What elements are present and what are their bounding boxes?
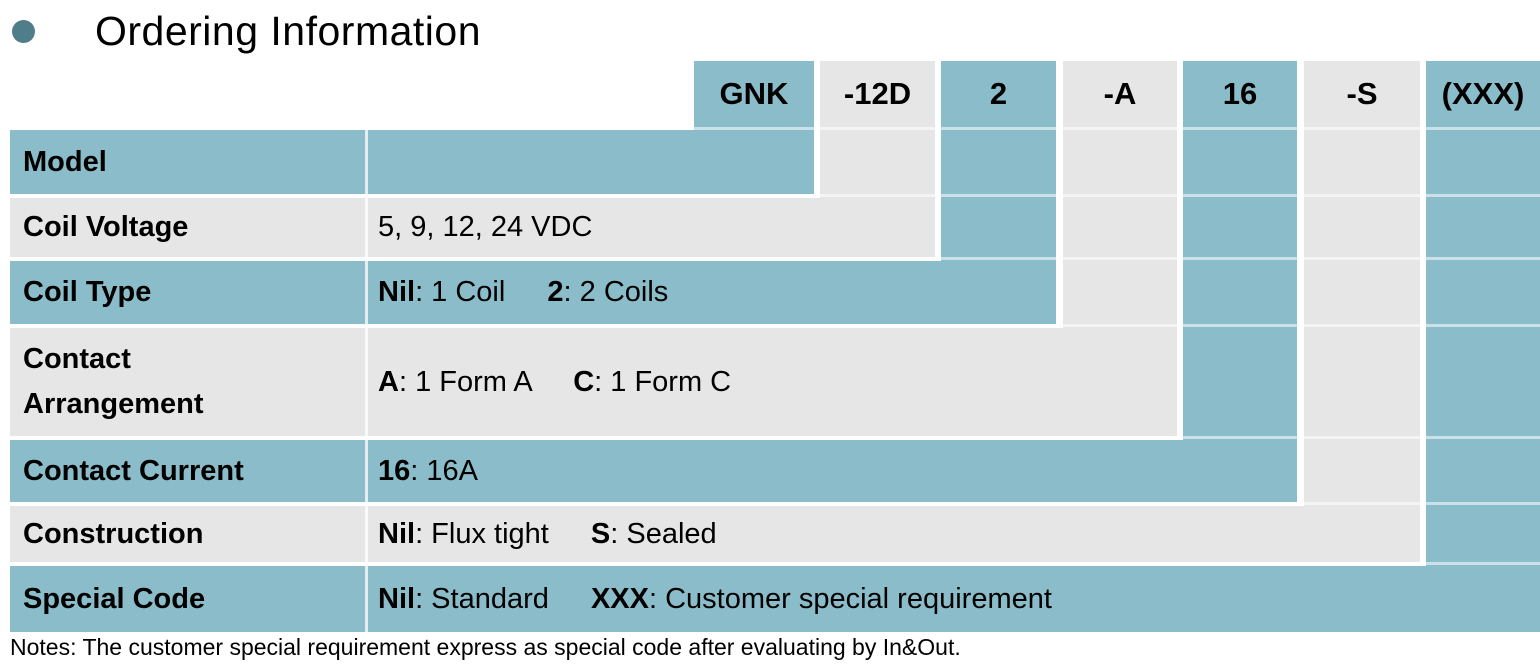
row-label: Coil Type [23, 276, 152, 309]
row-separator [694, 324, 1540, 327]
row-separator [694, 127, 1540, 130]
table-row-construction: Construction Nil: Flux tight S: Sealed [10, 506, 1420, 562]
row-separator [694, 257, 1540, 260]
row-label: Contact Current [23, 454, 244, 487]
option-code: C [573, 365, 595, 398]
row-label: Construction [23, 517, 204, 550]
table-row-model: Model [10, 130, 814, 194]
table-row-special-code: Special Code Nil: Standard XXX: Customer… [10, 566, 1540, 632]
code-part-label: -S [1346, 76, 1378, 111]
row-separator [694, 502, 1540, 505]
code-part-label: 16 [1222, 76, 1258, 111]
code-column-contact-current: 16 [1183, 61, 1297, 502]
row-value: Nil: Standard XXX: Customer special requ… [368, 583, 1052, 616]
row-value: Nil: 1 Coil 2: 2 Coils [368, 276, 668, 309]
code-part-label: -A [1103, 76, 1137, 111]
option-desc: : 1 Coil [415, 276, 506, 308]
option-code: Nil [378, 276, 416, 308]
row-value: A: 1 Form A C: 1 Form C [368, 366, 731, 399]
option-desc: : 1 Form A [398, 365, 532, 398]
option-desc: : Customer special requirement [648, 582, 1052, 615]
option-desc: 5, 9, 12, 24 VDC [378, 211, 593, 243]
page-title: Ordering Information [95, 8, 482, 54]
option-code: S [590, 517, 611, 550]
option-code: Nil [378, 582, 416, 615]
option-code: A [378, 365, 399, 398]
code-column-construction: -S [1304, 61, 1420, 562]
row-value: 5, 9, 12, 24 VDC [368, 211, 592, 244]
row-separator [694, 436, 1540, 439]
option-desc: : Flux tight [415, 517, 549, 550]
code-part-label: -12D [843, 76, 912, 111]
option-code: 16 [378, 454, 411, 487]
option-desc: : 2 Coils [563, 276, 669, 308]
option-desc: : 16A [410, 454, 478, 487]
row-value: Nil: Flux tight S: Sealed [368, 518, 717, 551]
option-desc: : Standard [415, 582, 549, 615]
code-part-label: GNK [719, 76, 789, 111]
column-divider [365, 128, 368, 632]
option-desc: : Sealed [610, 517, 717, 550]
table-row-coil-type: Coil Type Nil: 1 Coil 2: 2 Coils [10, 261, 1056, 324]
option-code: XXX [590, 582, 649, 615]
row-separator [694, 194, 1540, 197]
row-value: 16: 16A [368, 455, 478, 488]
table-row-coil-voltage: Coil Voltage 5, 9, 12, 24 VDC [10, 198, 935, 257]
table-row-contact-arrangement: Contact Arrangement A: 1 Form A C: 1 For… [10, 328, 1177, 436]
option-code: 2 [547, 276, 564, 308]
row-label: Model [23, 145, 107, 178]
table-row-contact-current: Contact Current 16: 16A [10, 440, 1297, 502]
code-part-label: 2 [989, 76, 1008, 111]
option-desc: : 1 Form C [594, 365, 732, 398]
code-column-special-code: (XXX) [1426, 61, 1540, 632]
code-part-label: (XXX) [1441, 76, 1525, 111]
row-label: Contact Arrangement [23, 343, 204, 420]
row-label: Special Code [23, 582, 206, 615]
row-label: Coil Voltage [23, 211, 189, 244]
row-separator [694, 562, 1540, 565]
bullet-icon [12, 20, 35, 43]
option-code: Nil [378, 517, 416, 550]
notes-text: Notes: The customer special requirement … [10, 634, 961, 660]
